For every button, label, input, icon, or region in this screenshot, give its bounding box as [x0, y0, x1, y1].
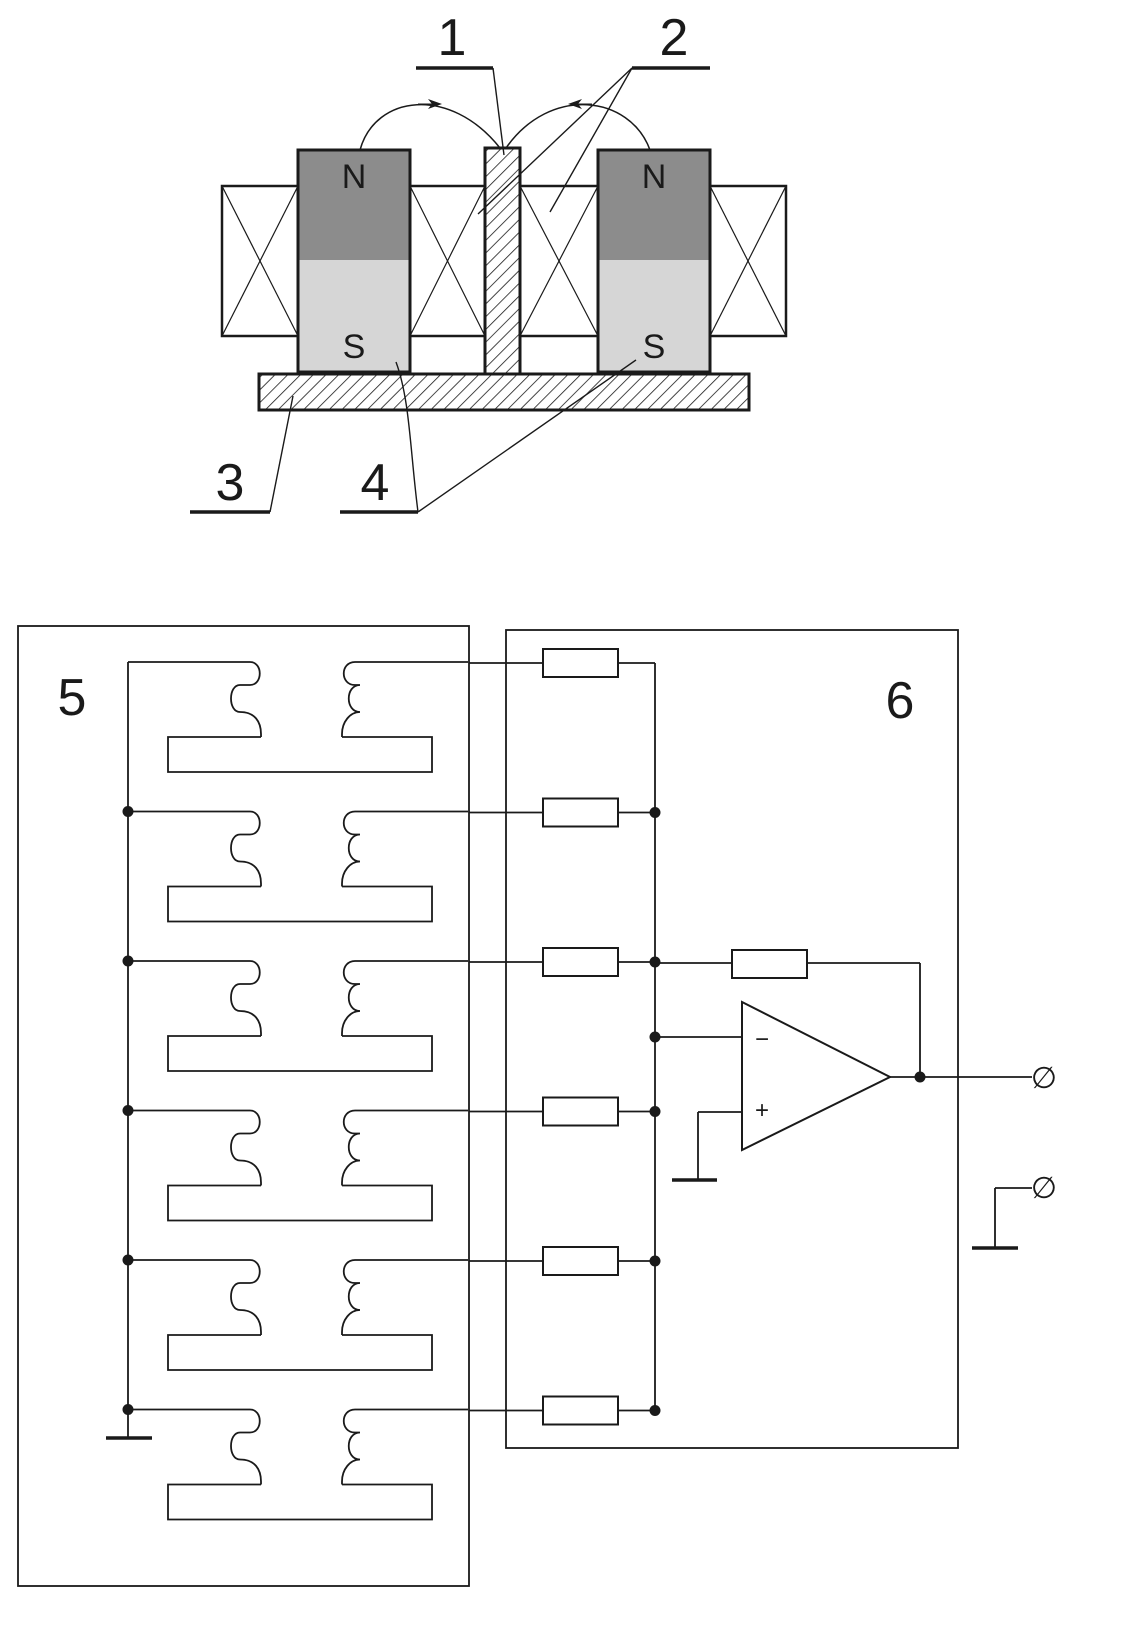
- pole-label-south-left: S: [343, 328, 366, 366]
- svg-text:∅: ∅: [1031, 1172, 1057, 1205]
- input-resistor: [543, 1397, 618, 1425]
- pole-label-north-left: N: [342, 158, 367, 196]
- magnet-left: N S: [298, 150, 410, 372]
- pole-label-north-right: N: [642, 158, 667, 196]
- block-6-label: 6: [886, 672, 915, 730]
- resistor-row: [469, 649, 655, 677]
- coil-return-loop: [168, 1036, 432, 1071]
- input-resistor: [543, 948, 618, 976]
- opamp-inverting-sign: −: [755, 1026, 769, 1053]
- coil-pair-row: [128, 810, 468, 922]
- block-5-label: 5: [58, 669, 87, 727]
- coil-left-inner: [410, 186, 485, 336]
- input-resistor: [543, 799, 618, 827]
- block-6-amplifier: 6 − +: [469, 630, 1032, 1448]
- coil-return-loop: [168, 1186, 432, 1221]
- coil-pair-row: [128, 1259, 468, 1371]
- coil-right-outer: [710, 186, 786, 336]
- resistor-row: [469, 799, 661, 827]
- circuit-figure: 5 6 − +: [18, 626, 1057, 1586]
- coil-right: [342, 1260, 468, 1335]
- input-resistor: [543, 1247, 618, 1275]
- resistor-row: [469, 1397, 661, 1425]
- coil-pair-row: [128, 960, 468, 1072]
- coil-left: [231, 1260, 261, 1335]
- base-plate: [259, 374, 749, 410]
- coil-right: [342, 812, 468, 887]
- input-resistor: [543, 649, 618, 677]
- flux-arc-left: [360, 105, 500, 150]
- coil-right: [342, 1410, 468, 1485]
- coil-return-loop: [168, 1485, 432, 1520]
- svg-text:∅: ∅: [1031, 1062, 1057, 1095]
- coil-pair-row: [168, 662, 468, 772]
- input-resistor: [543, 1098, 618, 1126]
- coil-left: [231, 1111, 261, 1186]
- callout-1: 1: [416, 9, 504, 155]
- coil-right: [342, 662, 468, 737]
- resistor-row: [469, 948, 661, 976]
- coil-right-inner: [520, 186, 598, 336]
- resistor-row: [469, 1247, 661, 1275]
- feedback-resistor: [732, 950, 807, 978]
- coil-left: [231, 812, 261, 887]
- coil-pair-row: [128, 1408, 468, 1520]
- coil-return-loop: [168, 737, 432, 772]
- coil-right: [342, 961, 468, 1036]
- magnet-right: N S: [598, 150, 710, 372]
- op-amp: − +: [742, 1002, 890, 1150]
- central-core: [485, 148, 520, 374]
- coil-return-loop: [168, 1335, 432, 1370]
- svg-text:4: 4: [361, 454, 390, 512]
- magnet-assembly-figure: N S N S 1 2 3: [190, 9, 786, 512]
- flux-arc-right: [506, 105, 650, 150]
- ground-terminal: ∅: [972, 1172, 1057, 1248]
- opamp-noninverting-sign: +: [755, 1097, 769, 1124]
- coil-left: [231, 961, 261, 1036]
- resistor-row: [469, 1098, 661, 1126]
- block-5-coils: 5: [18, 626, 469, 1586]
- callout-3: 3: [190, 396, 293, 512]
- coil-return-loop: [168, 887, 432, 922]
- coil-left: [231, 662, 261, 737]
- svg-text:1: 1: [438, 9, 467, 67]
- pole-label-south-right: S: [643, 328, 666, 366]
- svg-text:2: 2: [660, 9, 689, 67]
- coil-left: [231, 1410, 261, 1485]
- coil-right: [342, 1111, 468, 1186]
- coil-pair-row: [128, 1109, 468, 1221]
- coil-left-outer: [222, 186, 298, 336]
- svg-text:3: 3: [216, 454, 245, 512]
- output-terminal: ∅: [1031, 1062, 1057, 1095]
